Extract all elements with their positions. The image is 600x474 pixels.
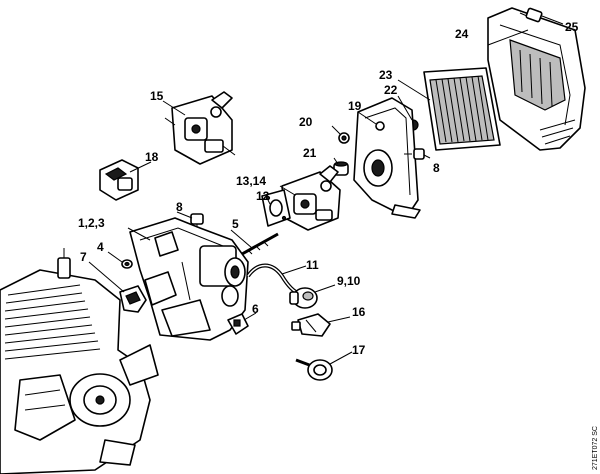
callout-12: 12 [256,189,270,203]
callout-8-left: 8 [176,200,183,214]
callout-8-right: 8 [433,161,440,175]
callout-25: 25 [565,20,579,34]
part-11-hose [246,263,301,296]
part-12-gasket [261,189,291,227]
callout-13-14: 13,14 [236,174,266,188]
part-13-14-carburetor [281,165,341,231]
callout-17: 17 [352,343,366,357]
callout-11: 11 [306,258,319,272]
callout-23: 23 [379,68,393,82]
part-19-filter-base [353,97,421,219]
callout-20: 20 [299,115,313,129]
part-16-knob [291,313,331,337]
part-4-washer [121,259,133,269]
part-25-screw [519,7,543,23]
part-23-air-filter [423,67,501,151]
callout-1-2-3: 1,2,3 [78,216,105,230]
part-8-screw-right [404,148,425,160]
part-20-nut [338,132,350,144]
part-15-carburetor [164,91,236,165]
figure-code: 271ET072 SC [592,426,599,470]
engine-block [0,248,159,474]
part-7-clip [119,285,147,313]
part-17-button [295,358,333,381]
part-24-filter-cover [487,7,586,151]
part-18-fitting [99,159,139,201]
callout-24: 24 [455,27,469,41]
callout-15: 15 [150,89,164,103]
callout-9-10: 9,10 [337,274,361,288]
callout-6: 6 [252,302,259,316]
callout-18: 18 [145,150,159,164]
callout-7: 7 [80,250,87,264]
callout-22: 22 [384,83,398,97]
callout-labels: 24 25 23 22 19 20 21 8 15 18 13,14 12 8 … [78,20,579,357]
callout-5: 5 [232,217,239,231]
part-5-stud [241,232,279,256]
part-1-2-3-carrier [129,217,249,341]
part-9-10-primer-bulb [289,287,318,309]
callout-21: 21 [303,146,317,160]
callout-19: 19 [348,99,362,113]
part-6-bracket [227,313,249,335]
callout-4: 4 [97,240,104,254]
leader-lines [88,15,564,365]
callout-16: 16 [352,305,366,319]
part-8-screw-left [190,213,204,232]
